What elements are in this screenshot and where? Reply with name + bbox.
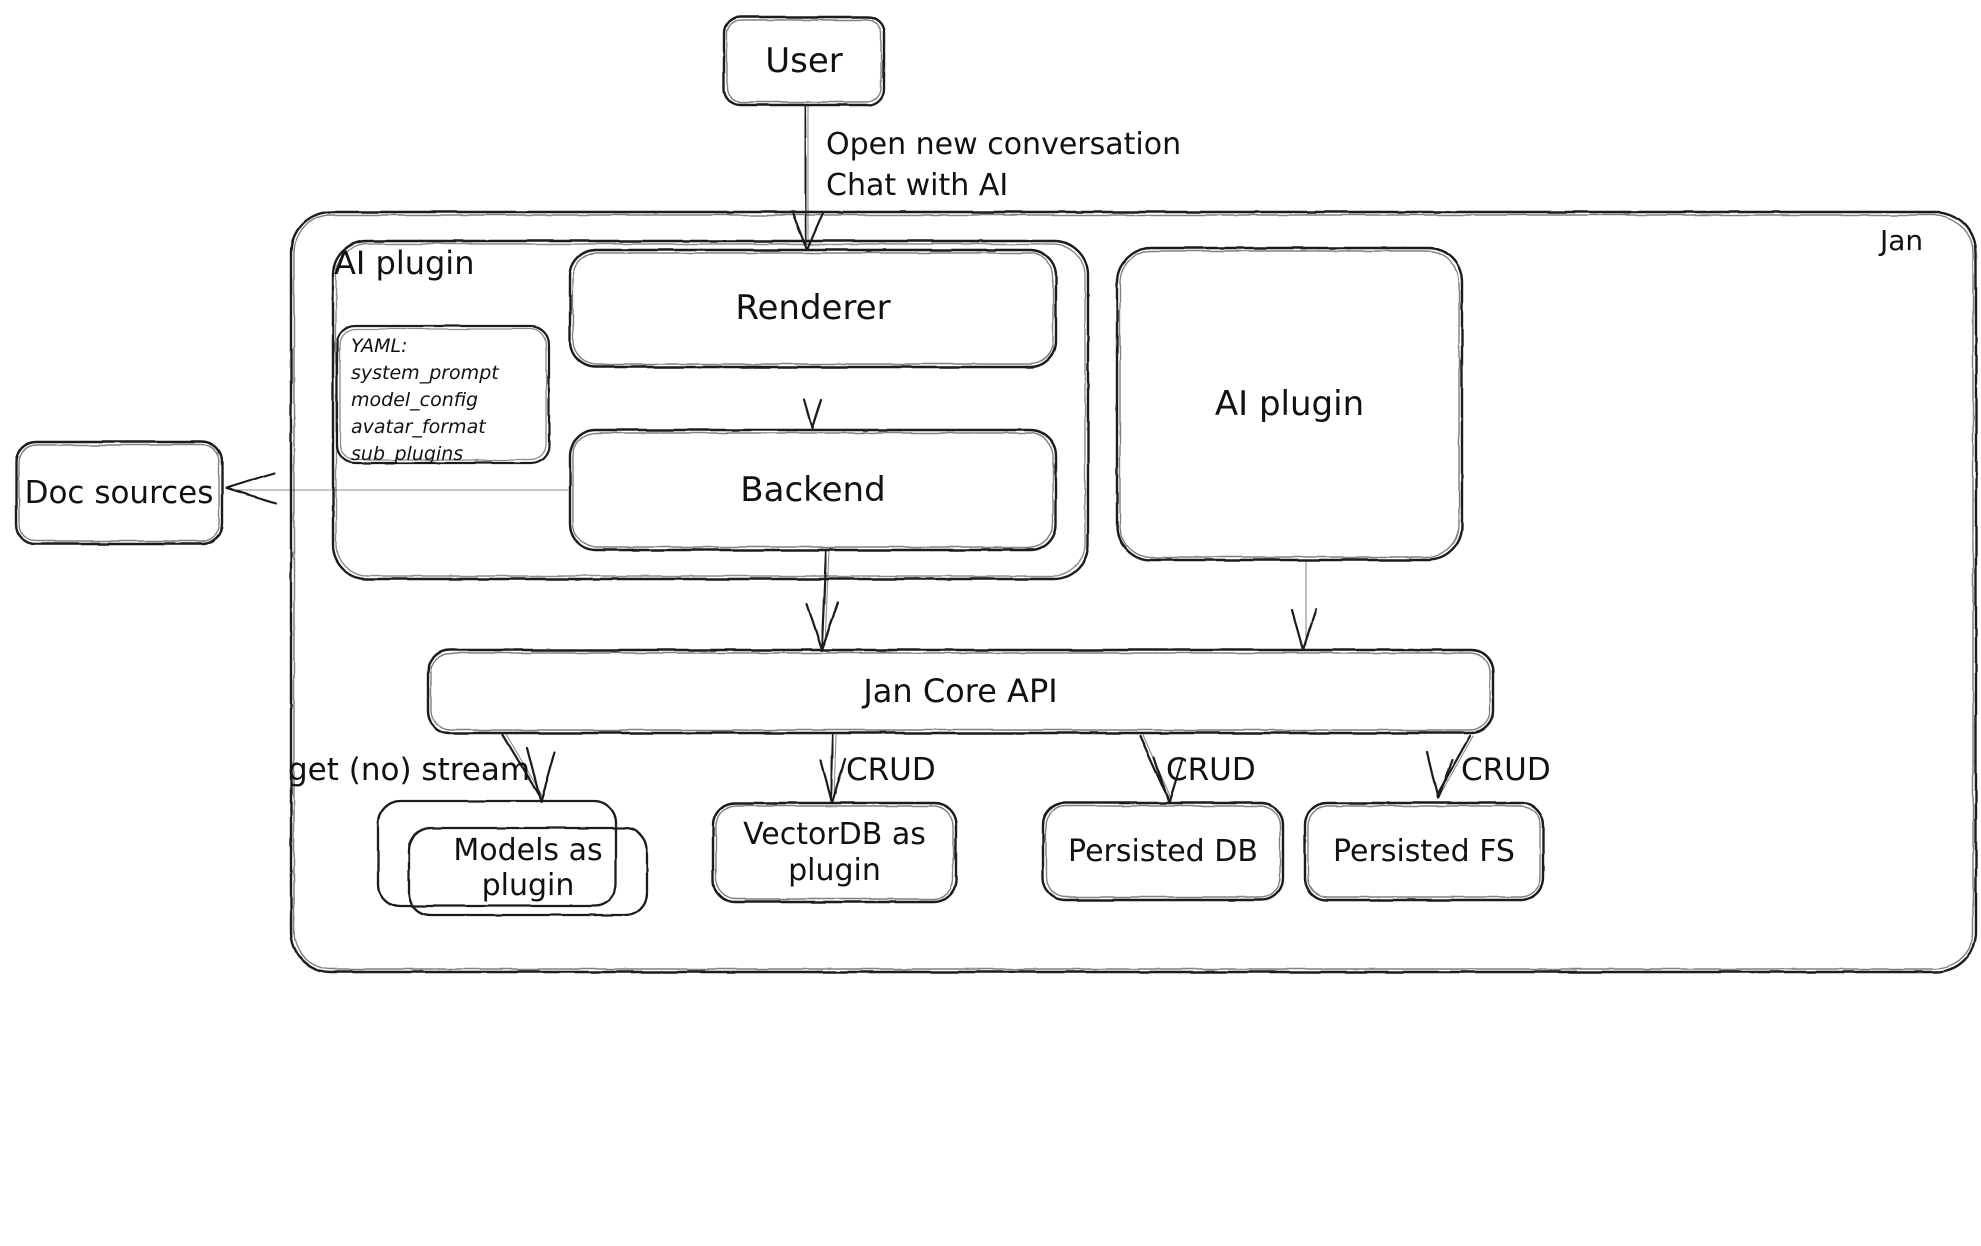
persisted-fs-shape <box>1303 801 1545 902</box>
edge-backend-to-jan-core-api <box>805 549 840 652</box>
edge-user-to-renderer <box>791 104 825 252</box>
doc-sources-box-shape <box>14 440 224 546</box>
edge-api-to-persisted-fs <box>1425 734 1474 800</box>
edge-api-to-models <box>501 733 557 804</box>
edge-ai-plugin-to-jan-core-api <box>1290 559 1318 652</box>
edge-backend-to-doc-sources <box>225 472 569 504</box>
jan-core-api-shape <box>426 648 1495 735</box>
models-as-plugin-shape <box>376 799 649 917</box>
jan-container-shape <box>289 210 1978 974</box>
ai-plugin-group-shape <box>331 239 1090 581</box>
edge-api-to-persisted-db <box>1138 734 1184 805</box>
edge-renderer-to-backend <box>802 366 823 430</box>
backend-box-shape <box>568 428 1058 552</box>
user-box-shape <box>722 15 886 107</box>
ai-plugin-box-shape <box>1115 246 1464 562</box>
vectordb-as-plugin-shape <box>711 801 958 904</box>
yaml-note-shape <box>335 324 551 465</box>
persisted-db-shape <box>1041 801 1285 902</box>
renderer-box-shape <box>568 248 1058 369</box>
edge-api-to-vectordb <box>819 733 847 805</box>
